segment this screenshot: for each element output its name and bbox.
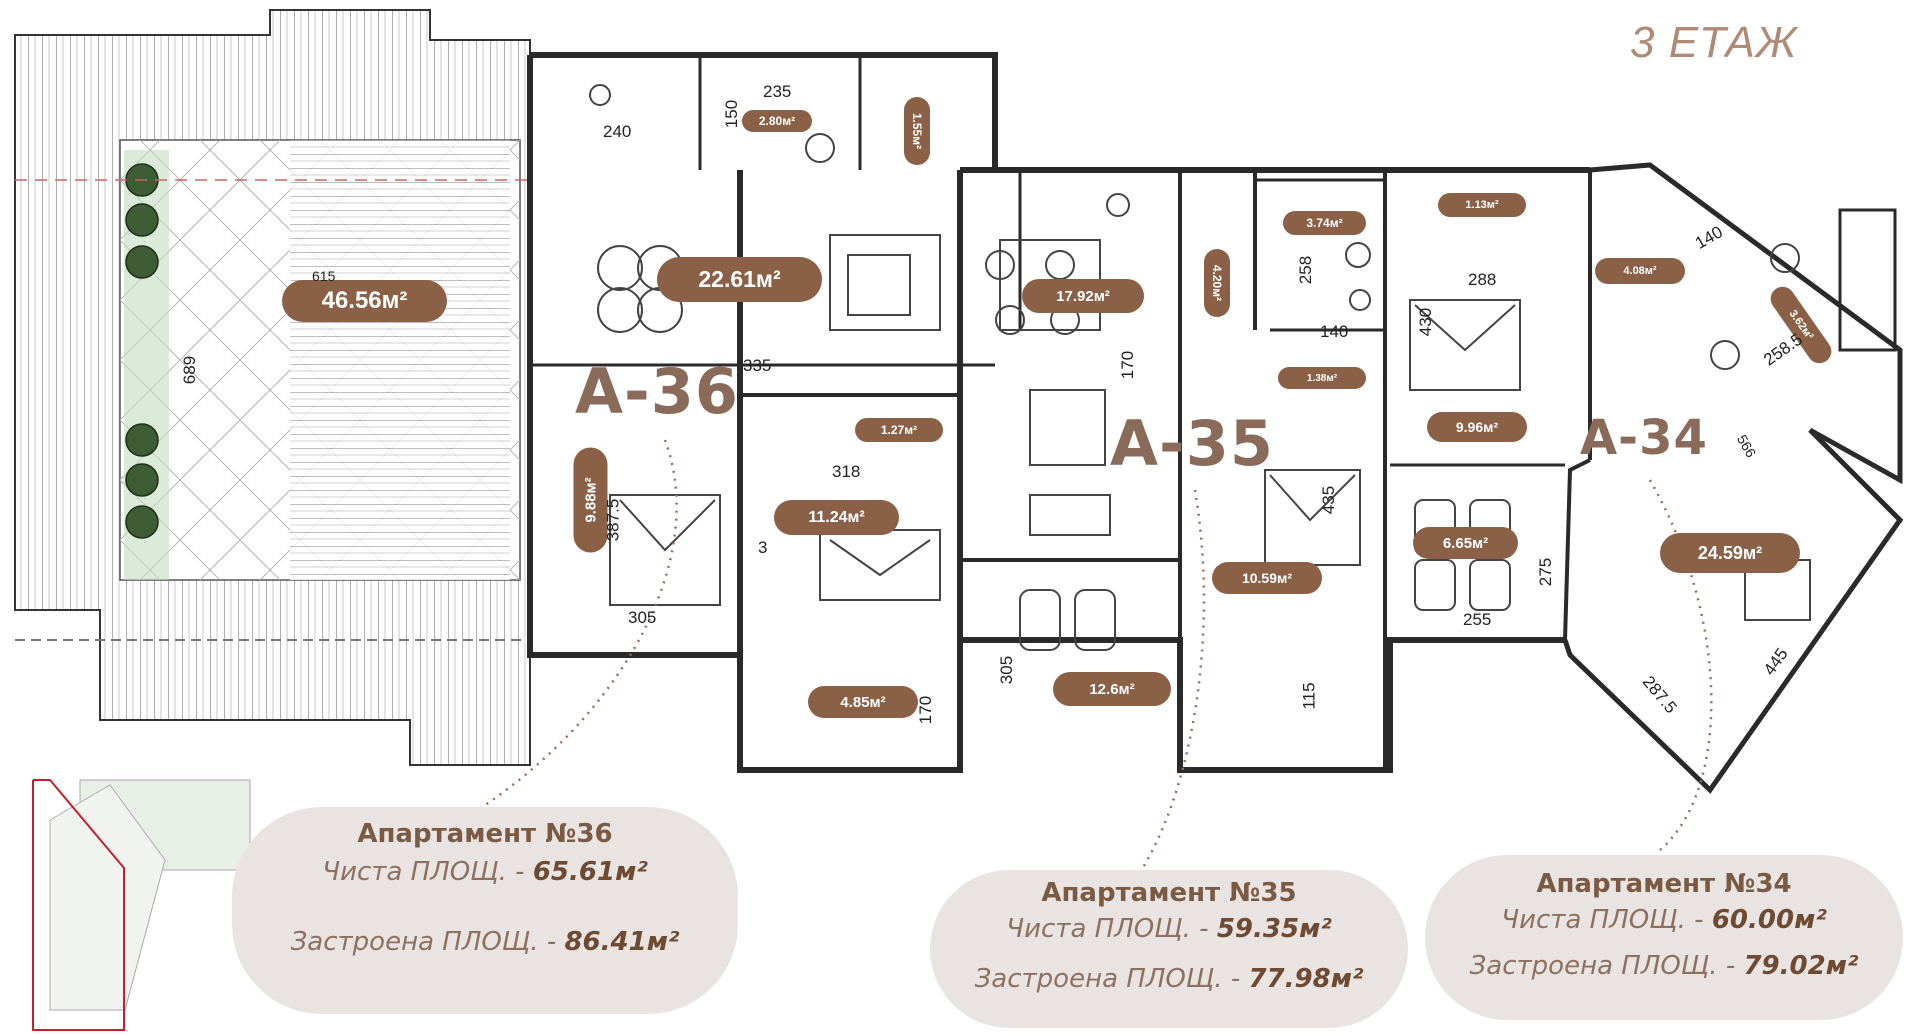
net-area-value: 59.35м² [1216, 914, 1332, 944]
net-area-value: 65.61м² [532, 857, 648, 887]
area-pill-hall-a34: 4.08м² [1595, 258, 1685, 284]
area-pill-kitchen-a34: 6.65м² [1413, 527, 1518, 559]
apartment-title: Апартамент №36 [357, 819, 613, 849]
floor-title: 3 ЕТАЖ [1630, 18, 1798, 67]
gross-area-row: Застроена ПЛОЩ. - 86.41м² [232, 927, 738, 957]
area-pill-bath-a36: 2.80м² [742, 110, 812, 132]
gross-area-value: 86.41м² [564, 927, 680, 957]
gross-area-label: Застроена ПЛОЩ. - [974, 964, 1241, 994]
area-pill-living-a36: 22.61м² [657, 257, 822, 302]
dimension-label: 430 [1416, 307, 1436, 337]
net-area-value: 60.00м² [1711, 905, 1827, 935]
unit-label-a34: А-34 [1580, 410, 1708, 466]
gross-area-label: Застроена ПЛОЩ. - [1469, 951, 1736, 981]
apartment-title: Апартамент №35 [1041, 878, 1297, 908]
dimension-label: 258 [1296, 255, 1316, 285]
dimension-label: 235 [763, 82, 792, 101]
area-pill-hall-a35: 4.20м² [1204, 249, 1230, 317]
area-pill-bedroom-a35: 10.59м² [1212, 562, 1322, 594]
net-area-row: Чиста ПЛОЩ. - 65.61м² [232, 857, 738, 887]
furniture [589, 84, 1811, 651]
gross-area-row: Застроена ПЛОЩ. - 77.98м² [930, 964, 1408, 994]
dimension-label: 305 [628, 608, 657, 627]
dimension-label: 140 [1320, 322, 1349, 341]
dimension-label: 689 [180, 355, 200, 385]
gross-area-row: Застроена ПЛОЩ. - 79.02м² [1425, 951, 1903, 981]
dimension-label: 305 [997, 655, 1017, 685]
gross-area-value: 77.98м² [1248, 964, 1364, 994]
dimension-label: 318 [832, 462, 861, 481]
area-pill-living-a35: 17.92м² [1022, 279, 1144, 313]
dimension-label: 275 [1536, 557, 1556, 587]
area-pill-bedroom-a34: 9.96м² [1427, 412, 1527, 442]
apartment-card-35: Апартамент №35 Чиста ПЛОЩ. - 59.35м² Зас… [930, 870, 1408, 1028]
dimension-label: 150 [722, 99, 742, 129]
dimension-label: 115 [1299, 682, 1319, 710]
net-area-row: Чиста ПЛОЩ. - 59.35м² [930, 914, 1408, 944]
gross-area-value: 79.02м² [1743, 951, 1859, 981]
terrace [14, 9, 531, 766]
net-area-row: Чиста ПЛОЩ. - 60.00м² [1425, 905, 1903, 935]
net-area-label: Чиста ПЛОЩ. - [1006, 914, 1209, 944]
dimension-label: 335 [743, 356, 772, 375]
walls [527, 52, 1904, 794]
planter-shrubs [125, 163, 159, 539]
net-area-label: Чиста ПЛОЩ. - [322, 857, 525, 887]
unit-label-a36: А-36 [575, 355, 739, 428]
net-area-label: Чиста ПЛОЩ. - [1501, 905, 1704, 935]
dimension-label: 3 [758, 538, 768, 557]
key-plan-thumbnail [32, 779, 251, 1031]
area-pill-terrace: 46.56м² [282, 280, 447, 322]
dimension-label: 387.5 [603, 498, 623, 542]
area-pill-bedroom2-a36: 11.24м² [774, 500, 899, 535]
area-pill-wc-a35: 1.38м² [1278, 367, 1366, 389]
area-pill-wc-a36: 1.27м² [855, 418, 943, 442]
dimension-label: 170 [1118, 350, 1138, 380]
dimension-label: 615 [312, 268, 336, 284]
area-pill-balcony-a35: 12.6м² [1053, 672, 1171, 706]
unit-label-a35: А-35 [1110, 407, 1274, 480]
area-pill-hall-a36: 1.55м² [904, 97, 930, 165]
dimension-label: 435 [1319, 485, 1339, 515]
area-pill-balcony-a36: 4.85м² [808, 686, 918, 718]
area-pill-living-a34: 24.59м² [1660, 533, 1800, 573]
apartment-card-34: Апартамент №34 Чиста ПЛОЩ. - 60.00м² Зас… [1425, 855, 1903, 1020]
apartment-card-36: Апартамент №36 Чиста ПЛОЩ. - 65.61м² Зас… [232, 807, 738, 1014]
apartment-title: Апартамент №34 [1536, 869, 1792, 899]
gross-area-label: Застроена ПЛОЩ. - [290, 927, 557, 957]
dimension-label: 170 [916, 695, 936, 725]
area-pill-closet-a34: 1.13м² [1438, 193, 1526, 217]
dimension-label: 288 [1468, 270, 1497, 289]
dimension-label: 255 [1463, 610, 1492, 629]
area-pill-bath-a35: 3.74м² [1283, 211, 1366, 235]
dimension-label: 240 [603, 122, 632, 141]
